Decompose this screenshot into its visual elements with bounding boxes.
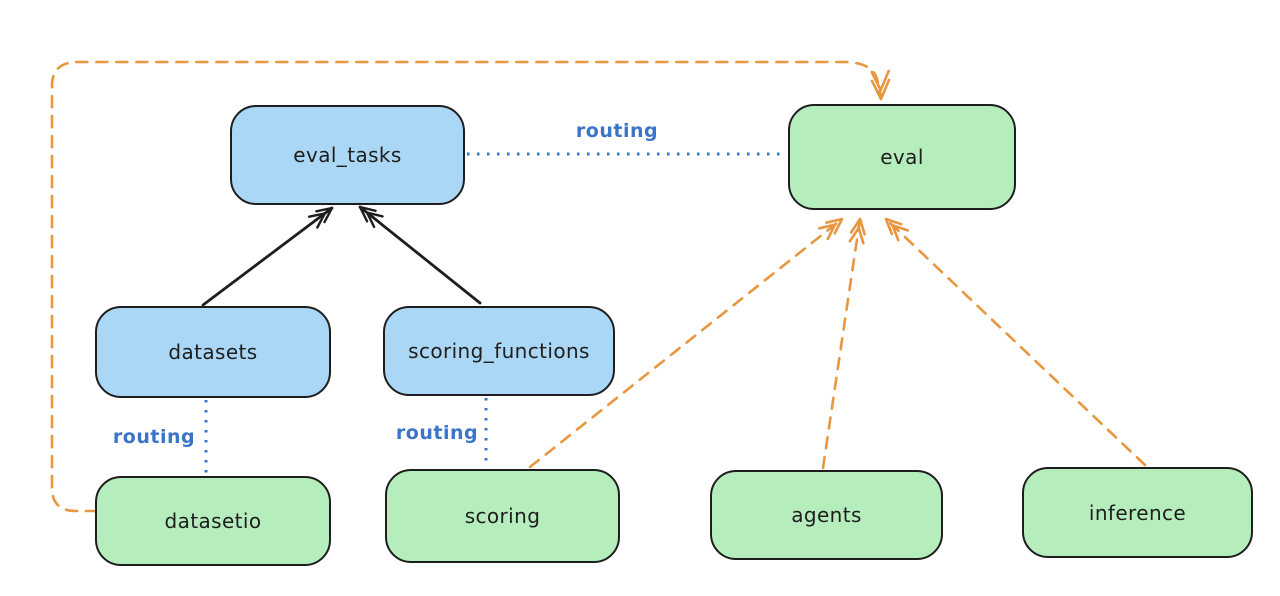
edge-scoring-to-eval (528, 217, 844, 469)
node-datasets-label: datasets (168, 340, 258, 364)
edge-datasets-to-eval-tasks (201, 206, 334, 307)
edge-datasetio-to-eval (50, 60, 891, 513)
edge-inference-to-eval (884, 217, 1147, 467)
node-eval-tasks: eval_tasks (230, 105, 465, 205)
node-scoring-functions: scoring_functions (383, 306, 615, 396)
node-scoring: scoring (385, 469, 620, 563)
node-inference: inference (1022, 467, 1253, 558)
node-datasets: datasets (95, 306, 331, 398)
node-inference-label: inference (1088, 500, 1187, 525)
edge-label-routing-eval-tasks-eval: routing (575, 120, 659, 142)
node-eval-tasks-label: eval_tasks (293, 143, 402, 167)
edge-label-routing-scoring-functions-scoring: routing (395, 422, 479, 444)
edge-agents-to-eval (821, 217, 866, 470)
node-datasetio-label: datasetio (164, 509, 262, 533)
node-eval-label: eval (880, 145, 924, 169)
node-scoring-label: scoring (464, 504, 541, 528)
node-agents: agents (710, 470, 943, 560)
node-scoring-functions-label: scoring_functions (408, 339, 590, 363)
node-datasetio: datasetio (95, 476, 331, 566)
node-eval: eval (788, 104, 1016, 210)
edge-scoring-functions-to-eval-tasks (358, 205, 482, 305)
node-agents-label: agents (791, 503, 862, 527)
edge-label-routing-datasets-datasetio: routing (112, 426, 196, 448)
